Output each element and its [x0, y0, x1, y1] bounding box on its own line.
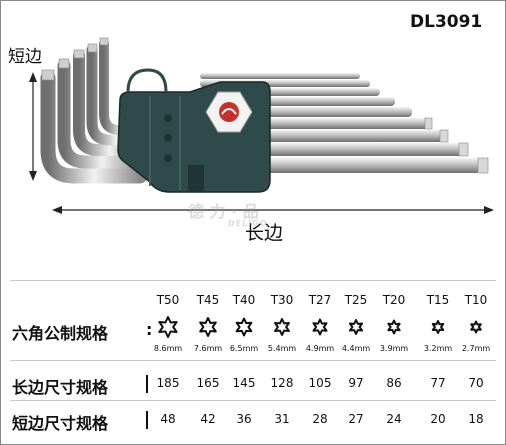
- torx-size-label: T40: [232, 293, 256, 307]
- torx-size-label: T30: [270, 293, 294, 307]
- tip-diameter-label: 2.7mm: [461, 344, 491, 353]
- long-arm-value: 105: [308, 376, 332, 390]
- row-separator-bar: [146, 375, 148, 393]
- torx-star-icon: [199, 317, 217, 337]
- short-arm-value: 27: [348, 412, 364, 426]
- short-arm-value: 24: [386, 412, 402, 426]
- torx-size-label: T25: [344, 293, 368, 307]
- watermark-subtext: DELIGO: [228, 219, 268, 228]
- table-divider: [10, 280, 496, 281]
- short-arm-value: 18: [468, 412, 484, 426]
- tip-diameter-label: 3.2mm: [423, 344, 453, 353]
- torx-star-icon: [158, 316, 178, 338]
- long-arm-value: 145: [232, 376, 256, 390]
- long-arm-dimension-arrow: [52, 206, 494, 214]
- short-arm-value: 36: [236, 412, 252, 426]
- short-arm-value: 28: [312, 412, 328, 426]
- row-label-long-arm: 长边尺寸规格: [12, 378, 109, 397]
- tip-diameter-label: 4.9mm: [305, 344, 335, 353]
- short-arm-value: 48: [160, 412, 176, 426]
- torx-star-icon: [348, 319, 364, 335]
- table-divider: [10, 400, 496, 401]
- short-arm-value: 31: [274, 412, 290, 426]
- row-label-metric-spec: 六角公制规格: [12, 324, 109, 343]
- short-arms: [40, 37, 148, 184]
- torx-star-icon: [387, 319, 401, 335]
- row-label-short-arm: 短边尺寸规格: [12, 414, 109, 433]
- short-arm-value: 20: [430, 412, 446, 426]
- torx-size-label: T15: [426, 293, 450, 307]
- long-arm-value: 128: [270, 376, 294, 390]
- torx-star-icon: [470, 320, 482, 334]
- torx-size-label: T45: [196, 293, 220, 307]
- torx-star-icon: [235, 317, 253, 337]
- torx-star-icon: [274, 318, 290, 336]
- short-arm-label: 短边: [8, 47, 42, 67]
- tip-diameter-label: 4.4mm: [341, 344, 371, 353]
- long-arm-label: 长边: [245, 222, 284, 244]
- tip-diameter-label: 8.6mm: [153, 344, 183, 353]
- torx-star-icon: [312, 318, 328, 336]
- row-separator-bar: [146, 411, 148, 429]
- table-divider: [10, 360, 496, 361]
- tip-diameter-label: 6.5mm: [229, 344, 259, 353]
- short-arm-value: 42: [200, 412, 216, 426]
- long-arm-value: 70: [468, 376, 484, 390]
- tip-diameter-label: 3.9mm: [379, 344, 409, 353]
- long-arm-value: 77: [430, 376, 446, 390]
- row-colon: :: [146, 320, 153, 339]
- long-arm-value: 185: [156, 376, 180, 390]
- key-holder: [117, 68, 271, 193]
- short-arm-dimension-arrow: [29, 72, 37, 181]
- model-number: DL3091: [410, 12, 483, 32]
- watermark: 德 力 · 品 DELIGO: [188, 198, 268, 228]
- torx-size-label: T27: [308, 293, 332, 307]
- torx-size-label: T50: [156, 293, 180, 307]
- tip-diameter-label: 5.4mm: [267, 344, 297, 353]
- torx-key-set-illustration: [29, 37, 494, 214]
- watermark-text: 德 力 · 品: [188, 202, 259, 221]
- torx-size-label: T10: [464, 293, 488, 307]
- torx-star-icon: [431, 320, 445, 334]
- tip-diameter-label: 7.6mm: [193, 344, 223, 353]
- long-arm-value: 97: [348, 376, 364, 390]
- long-arm-value: 165: [196, 376, 220, 390]
- long-arm-value: 86: [386, 376, 402, 390]
- torx-size-label: T20: [382, 293, 406, 307]
